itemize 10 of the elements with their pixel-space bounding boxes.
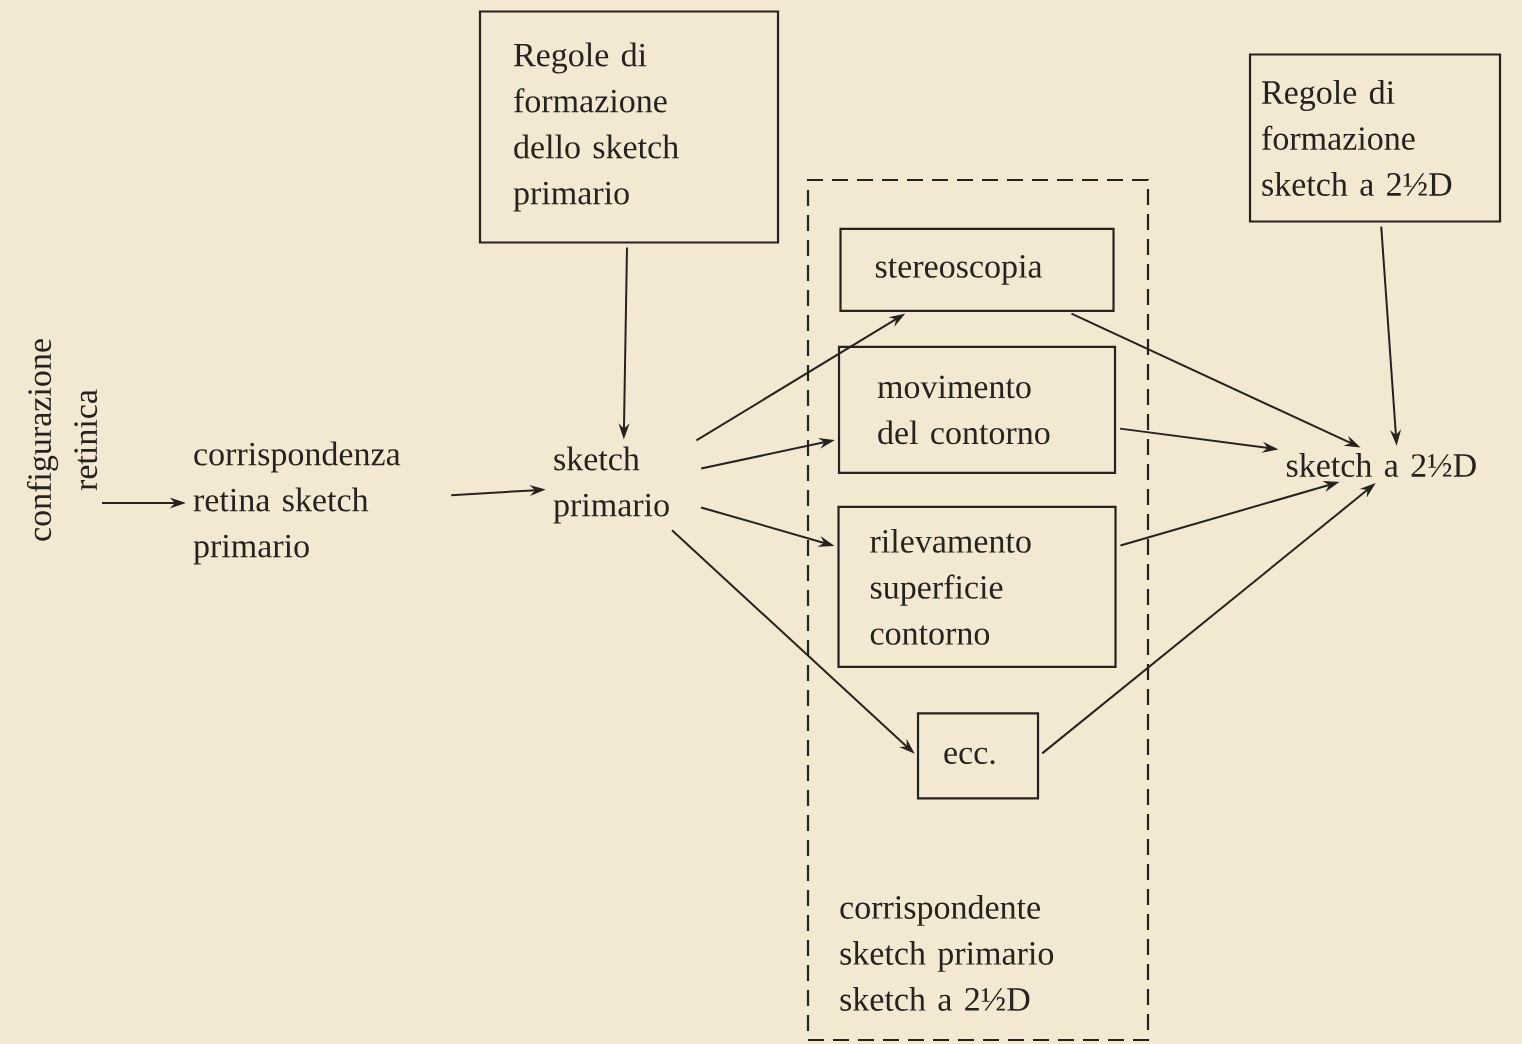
process-box: movimento del contorno [837, 345, 1117, 474]
process-box: Regole di formazione sketch a 2½D [1248, 53, 1502, 223]
node-label: sketch primario [553, 446, 669, 524]
process-box: stereoscopia [839, 227, 1115, 312]
node-label: sketch a 2½D [1286, 453, 1476, 477]
process-box: rilevamento superficie contorno [837, 505, 1117, 668]
process-box: ecc. [916, 712, 1040, 800]
rotated-label: configurazione retinica [26, 339, 98, 541]
node-label: corrispondenza retina sketch primario [193, 441, 401, 565]
process-box: Regole di formazione dello sketch primario [478, 10, 780, 244]
